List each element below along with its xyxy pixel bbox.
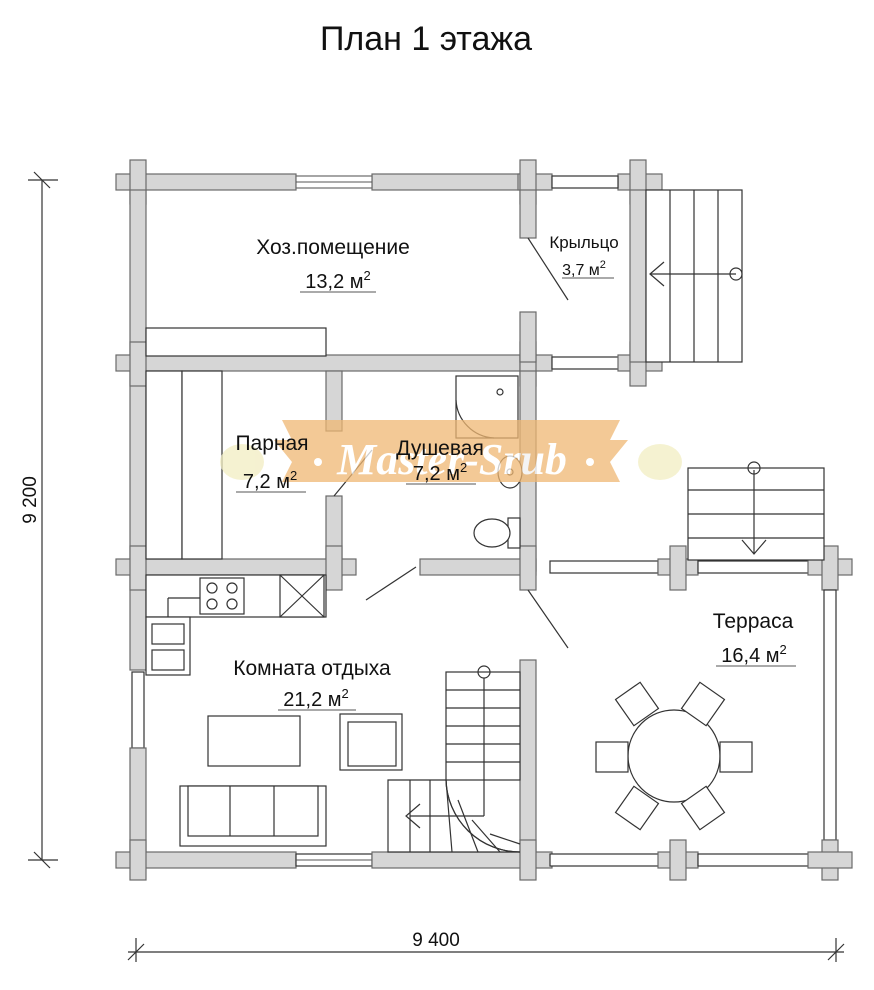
porch-name: Крыльцо (549, 233, 618, 252)
storage-area: 13,2 м2 (305, 268, 370, 293)
lounge-furniture (179, 713, 403, 847)
lounge-area: 21,2 м2 (283, 686, 348, 711)
dimension-width: 9 400 (127, 930, 845, 962)
room-labels: Хоз.помещение 13,2 м2 Крыльцо 3,7 м2 Пар… (233, 233, 796, 711)
chair (614, 681, 660, 727)
shower-name: Душевая (396, 437, 484, 460)
terrace-stairs (687, 461, 825, 561)
dimension-height-label: 9 200 (20, 476, 41, 524)
chair (680, 785, 726, 831)
sofa (179, 785, 327, 847)
porch-stairs (645, 189, 743, 363)
toilet (473, 517, 521, 549)
watermark-text: Master-Srub (336, 435, 567, 484)
terrace-dining (595, 681, 753, 831)
porch-area: 3,7 м2 (562, 259, 606, 279)
chair (719, 741, 753, 773)
watermark-logo: Master-Srub (220, 420, 682, 484)
storage-bench (145, 327, 327, 357)
lounge-name: Комната отдыха (233, 657, 391, 680)
steam-area: 7,2 м2 (243, 468, 297, 493)
dimension-height: 9 200 (20, 171, 58, 869)
chair (595, 741, 629, 773)
steam-name: Парная (235, 432, 308, 455)
terrace-name: Терраса (713, 610, 794, 633)
dimension-width-label: 9 400 (412, 930, 460, 951)
kitchen (145, 574, 327, 676)
coffee-table (207, 715, 301, 767)
chair (680, 681, 726, 727)
steam-benches (145, 370, 223, 560)
shower-area: 7,2 м2 (413, 460, 467, 485)
chair (614, 785, 660, 831)
storage-name: Хоз.помещение (256, 236, 410, 259)
armchair (339, 713, 403, 771)
page-title: План 1 этажа (320, 20, 532, 58)
terrace-area: 16,4 м2 (721, 642, 786, 667)
internal-stairs (387, 665, 521, 853)
